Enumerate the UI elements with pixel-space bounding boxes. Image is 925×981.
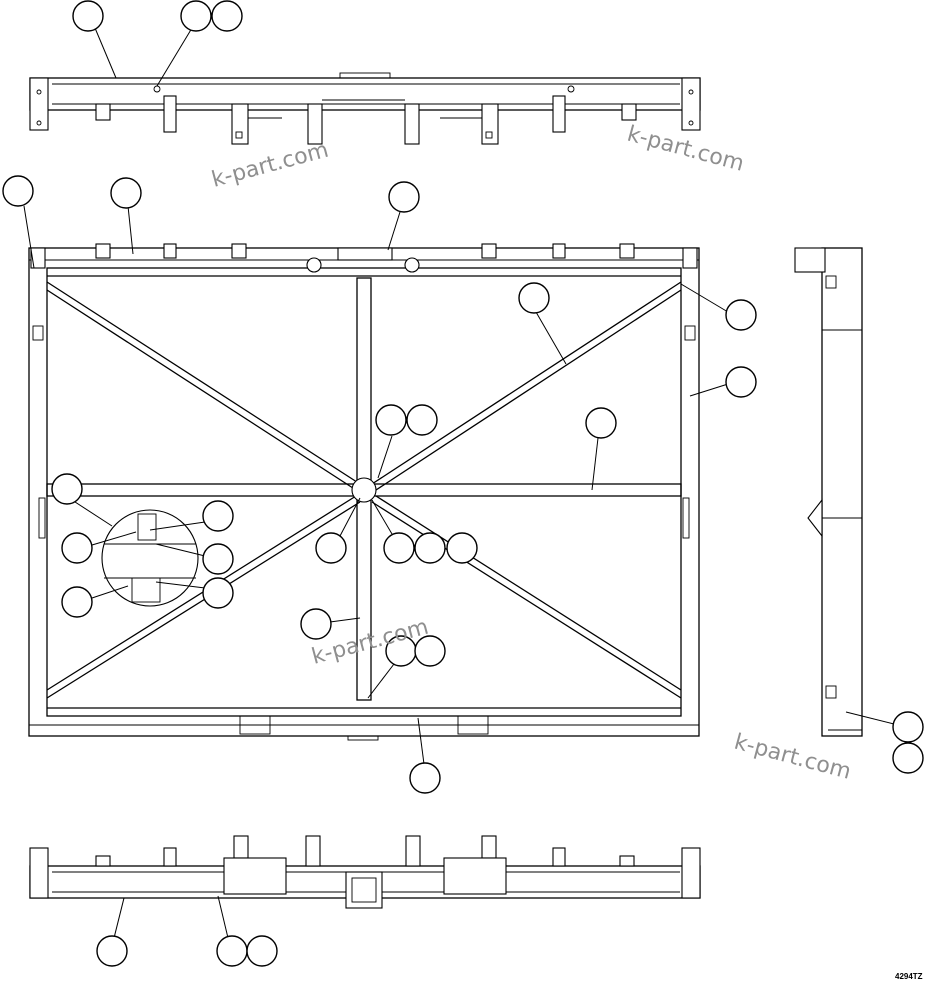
side-view-frame <box>794 247 863 737</box>
bottom-view-assembly <box>29 835 701 909</box>
watermark-text: k-part.com <box>209 138 331 193</box>
drawing-code: 4294TZ <box>895 972 923 981</box>
watermark-text: k-part.com <box>731 730 853 785</box>
front-view-frame <box>28 243 700 741</box>
top-view-assembly <box>29 72 701 145</box>
